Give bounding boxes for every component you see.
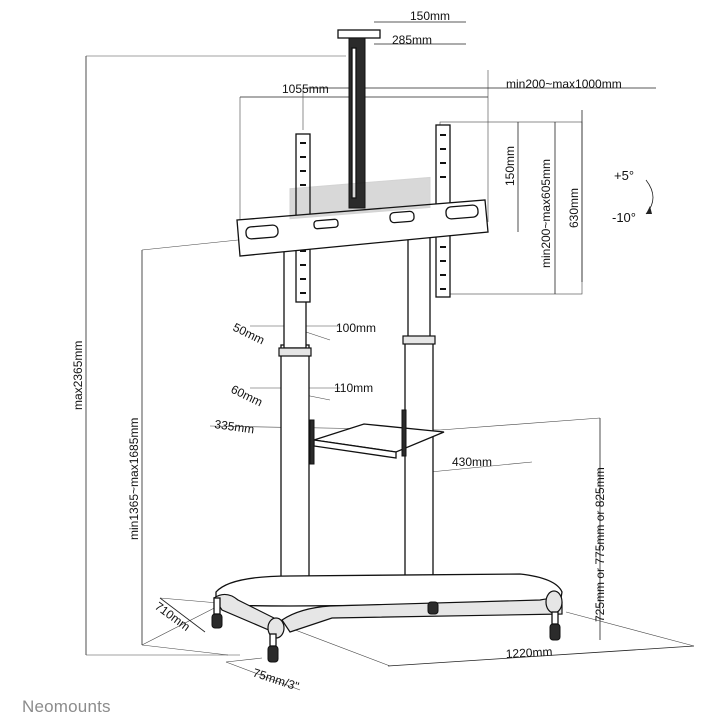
shelf-bracket-left <box>309 419 315 465</box>
horizontal-bracket <box>236 199 489 257</box>
label-bracket-width: 1055mm <box>282 82 329 96</box>
label-bracket-height: 630mm <box>567 188 581 228</box>
label-base-depth: 710mm <box>152 599 193 634</box>
shelf-height-top-ext <box>439 417 601 431</box>
caster-wheels <box>211 597 561 663</box>
label-shelf-depth: 335mm <box>214 417 256 436</box>
ceiling-pole-slot <box>351 47 357 199</box>
left-column-lower <box>280 344 310 596</box>
tilt-arrow-head <box>646 206 652 214</box>
base-width-line <box>387 645 695 667</box>
label-shelf-height: 725mm or 775mm or 825mm <box>593 467 607 622</box>
label-tilt-up: +5° <box>614 168 634 183</box>
caster-stem-1 <box>213 597 221 615</box>
vesa-arm-holes <box>300 134 446 294</box>
caster-front-center <box>267 645 279 663</box>
bracket-slot-left <box>245 224 279 240</box>
caster-front-right <box>549 623 561 641</box>
bracket-slot-left-inner <box>313 218 339 230</box>
left-column-clamp <box>278 347 312 357</box>
base-width-left-ext <box>289 627 391 667</box>
bracket-slot-center <box>389 210 415 224</box>
right-column-clamp <box>402 335 436 345</box>
label-column-upper-depth: 50mm <box>231 320 267 347</box>
label-vesa-step: 150mm <box>503 146 517 186</box>
label-column-upper-width: 100mm <box>336 321 376 335</box>
base-width-right-ext <box>565 611 695 647</box>
label-vesa-vertical: min200~max605mm <box>539 159 553 268</box>
label-tilt-down: -10° <box>612 210 636 225</box>
base-right-end-cap <box>545 590 563 614</box>
label-total-height: max2365mm <box>71 341 85 410</box>
mount-height-top-ext <box>141 239 239 251</box>
label-vesa-horizontal: min200~max1000mm <box>506 77 622 91</box>
label-column-lower-depth: 60mm <box>229 382 265 409</box>
label-base-width: 1220mm <box>505 645 552 661</box>
caster-stem-2 <box>269 633 277 647</box>
shelf-bracket-right <box>401 409 407 457</box>
tv-stand <box>211 29 563 663</box>
ceiling-plate <box>337 29 381 39</box>
right-column-lower <box>404 339 434 591</box>
right-column-upper <box>407 227 431 344</box>
brand-logo-text: Neomounts <box>22 697 111 716</box>
label-ceiling-width: 150mm <box>410 9 450 23</box>
label-ceiling-depth: 285mm <box>392 33 432 47</box>
caster-rear-center <box>427 601 439 615</box>
label-mount-height: min1365~max1685mm <box>127 418 141 540</box>
caster-stem-3 <box>551 611 559 625</box>
base-depth-line <box>159 597 206 633</box>
floor-front-line <box>141 644 229 656</box>
caster-leader-2 <box>225 657 263 663</box>
label-caster: 75mm/3" <box>251 666 301 694</box>
caster-front-left <box>211 613 223 629</box>
caster-leader <box>225 661 301 691</box>
bracket-slot-right <box>445 204 479 220</box>
shelf-width-leader <box>429 461 533 473</box>
bracket-plate <box>289 176 431 220</box>
label-column-lower-width: 110mm <box>334 381 373 395</box>
label-shelf-width: 430mm <box>452 455 492 469</box>
